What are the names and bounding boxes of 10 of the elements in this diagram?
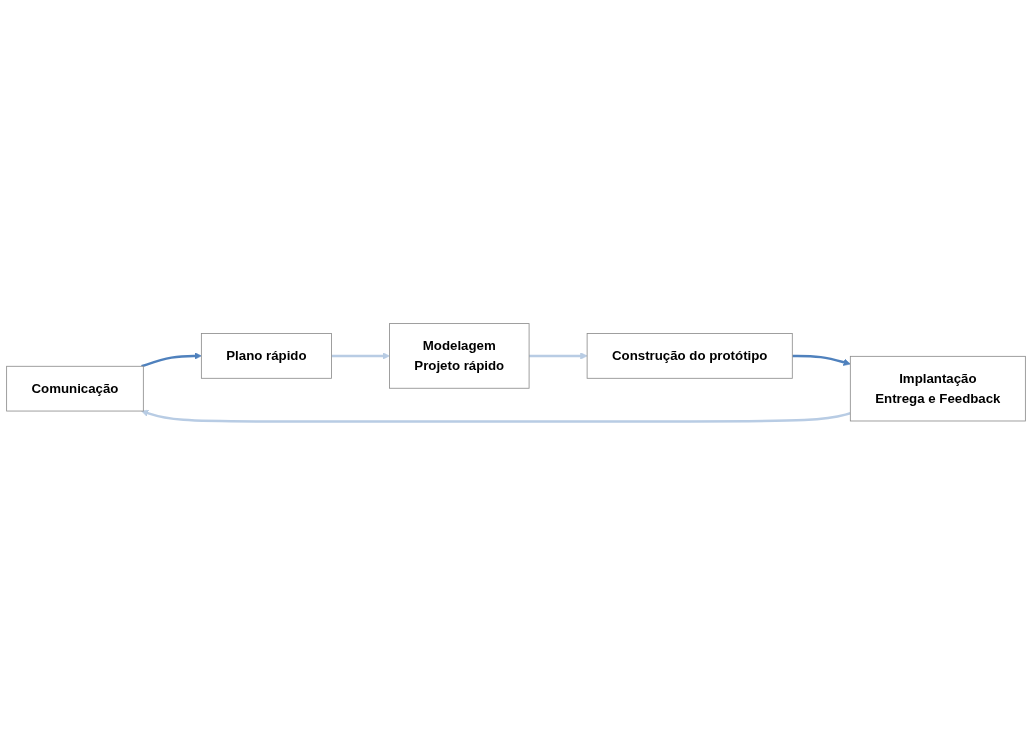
node-box: Implantação Entrega e Feedback bbox=[849, 355, 1026, 422]
arrow bbox=[792, 354, 851, 366]
arrow bbox=[141, 352, 202, 368]
arrow bbox=[529, 352, 588, 360]
node-box: Construção do protótipo bbox=[586, 333, 793, 379]
node-box: Plano rápido bbox=[200, 333, 332, 379]
arrow bbox=[331, 352, 390, 360]
node-box: Comunicação bbox=[6, 365, 144, 412]
arrow bbox=[141, 409, 851, 423]
node-box: Modelagem Projeto rápido bbox=[389, 323, 530, 389]
